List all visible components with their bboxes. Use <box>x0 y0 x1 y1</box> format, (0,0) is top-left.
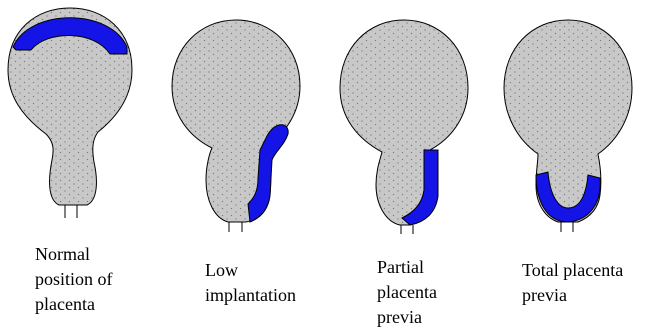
caption-partial-previa: Partial placenta previa <box>377 255 437 330</box>
uterus-partial-previa <box>340 20 468 234</box>
caption-total-previa: Total placenta previa <box>522 258 623 308</box>
caption-low-implantation: Low implantation <box>205 258 296 308</box>
caption-normal-position: Normal position of placenta <box>35 242 113 317</box>
uterus-total-previa <box>504 20 632 232</box>
